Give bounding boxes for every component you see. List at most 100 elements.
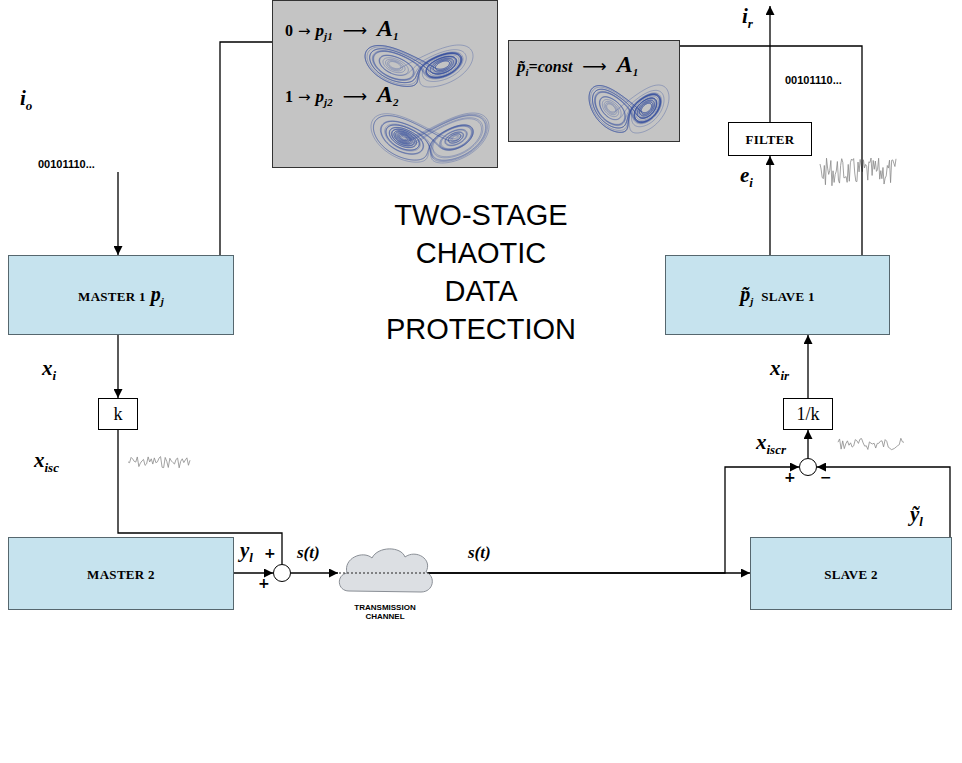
signal-label: ir bbox=[781, 368, 790, 383]
node-text: − bbox=[820, 469, 832, 485]
signal-connector bbox=[234, 572, 273, 573]
attractor-panel: 0→pj1⟶A11→pj2⟶A2 bbox=[272, 0, 498, 168]
text-line: 1→pj2⟶A2 bbox=[285, 81, 399, 108]
node-text: 1/k bbox=[796, 404, 819, 424]
node-content: p̃j SLAVE 1 bbox=[666, 256, 889, 334]
node-text: A bbox=[617, 51, 633, 77]
signal-waveforms bbox=[128, 158, 904, 468]
filter-box: FILTER bbox=[728, 122, 812, 156]
node-content: k bbox=[99, 399, 137, 429]
signal-label-group: 00101110... bbox=[38, 154, 95, 172]
signal-connector bbox=[769, 156, 770, 255]
signal-label: x bbox=[770, 356, 781, 380]
signal-label-group: ir bbox=[742, 4, 753, 32]
node-text: A bbox=[377, 81, 393, 107]
node-text: ⟶ bbox=[582, 56, 606, 76]
node-text: → bbox=[298, 88, 311, 106]
signal-label-group: yl bbox=[240, 538, 253, 566]
node-content: 1/k bbox=[784, 399, 832, 429]
summing-junction: ++ bbox=[273, 564, 291, 582]
node-text: j1 bbox=[324, 30, 333, 42]
text-line: 1/k bbox=[796, 404, 819, 425]
signal-label: e bbox=[740, 163, 749, 187]
node-content: FILTER bbox=[729, 123, 811, 155]
signal-label-group: io bbox=[20, 86, 32, 114]
attractor-trace bbox=[371, 113, 489, 163]
signal-label: l bbox=[919, 514, 923, 529]
attractor-illustration bbox=[369, 111, 491, 165]
input-arrow bbox=[117, 172, 118, 255]
node-text: SLAVE 2 bbox=[824, 567, 878, 582]
text-line: p̃j SLAVE 1 bbox=[740, 283, 815, 307]
node-text: MASTER 1 bbox=[78, 289, 146, 304]
gain-box: k bbox=[98, 398, 138, 430]
node-text: A bbox=[377, 15, 393, 41]
node-text: j bbox=[750, 295, 753, 307]
text-line: k bbox=[114, 404, 123, 425]
node-text: p bbox=[151, 283, 161, 305]
node-text: p̃ bbox=[517, 57, 526, 76]
node-text: p̃ bbox=[740, 283, 750, 305]
signal-connector bbox=[220, 42, 272, 255]
signal-label-group: xiscr bbox=[756, 430, 786, 458]
signal-label: s(t) bbox=[468, 543, 491, 562]
signal-label: 00101110... bbox=[38, 158, 95, 170]
signal-label: i bbox=[749, 175, 753, 190]
attractor-trace bbox=[365, 45, 473, 87]
node-text: i bbox=[526, 66, 529, 78]
waveform-trace bbox=[820, 158, 896, 186]
slave-box: SLAVE 2 bbox=[750, 537, 952, 610]
channel-cloud: TRANSMISSION CHANNEL bbox=[335, 545, 435, 600]
master-box: MASTER 1 pj bbox=[8, 255, 234, 335]
signal-label: i bbox=[20, 86, 26, 110]
signal-connector bbox=[680, 46, 862, 255]
node-text: j2 bbox=[324, 96, 333, 108]
signal-label: r bbox=[748, 16, 753, 31]
node-text: j bbox=[161, 295, 164, 307]
node-content: MASTER 2 bbox=[9, 538, 233, 609]
diagram-title: TWO-STAGE CHAOTIC DATA PROTECTION bbox=[378, 196, 584, 348]
signal-label-group: ỹl bbox=[910, 502, 923, 530]
signal-connector bbox=[807, 335, 808, 398]
node-text: 0 bbox=[285, 22, 293, 39]
node-text: p bbox=[316, 21, 325, 40]
waveform-trace bbox=[838, 438, 904, 449]
signal-label-group: xisc bbox=[34, 448, 59, 476]
cloud-outline bbox=[335, 545, 435, 600]
attractor-trace bbox=[589, 85, 669, 133]
signal-connector bbox=[291, 572, 338, 573]
node-text: SLAVE 1 bbox=[761, 289, 815, 304]
summing-junction: +− bbox=[799, 458, 817, 476]
output-arrow bbox=[769, 6, 770, 122]
signal-connector bbox=[807, 430, 808, 458]
attractor-illustration bbox=[587, 83, 671, 135]
node-content: MASTER 1 pj bbox=[9, 256, 233, 334]
signal-label: x bbox=[34, 448, 45, 472]
node-text: 2 bbox=[393, 96, 399, 108]
node-text: + bbox=[258, 575, 270, 591]
node-text: k bbox=[114, 404, 123, 424]
signal-label: iscr bbox=[767, 442, 787, 457]
node-text: 1 bbox=[393, 30, 399, 42]
gain-box: 1/k bbox=[783, 398, 833, 430]
channel-dotted-line bbox=[339, 572, 431, 573]
slave-box: p̃j SLAVE 1 bbox=[665, 255, 890, 335]
cloud-shape bbox=[339, 549, 432, 592]
text-line: SLAVE 2 bbox=[824, 564, 878, 583]
signal-connector bbox=[817, 467, 950, 537]
signal-connector bbox=[117, 335, 118, 398]
signal-label-group: ei bbox=[740, 163, 753, 191]
node-text: TRANSMISSION CHANNEL bbox=[335, 603, 435, 621]
node-text: ⟶ bbox=[343, 20, 367, 40]
signal-label-group: 00101110... bbox=[785, 70, 842, 88]
node-text: =const bbox=[529, 58, 573, 75]
signal-label-group: xir bbox=[770, 356, 789, 384]
signal-label: x bbox=[42, 356, 53, 380]
signal-label: i bbox=[53, 368, 57, 383]
signal-label: o bbox=[26, 98, 33, 113]
signal-label: y bbox=[240, 538, 249, 562]
node-text: FILTER bbox=[745, 132, 794, 147]
waveform-trace bbox=[128, 457, 190, 468]
